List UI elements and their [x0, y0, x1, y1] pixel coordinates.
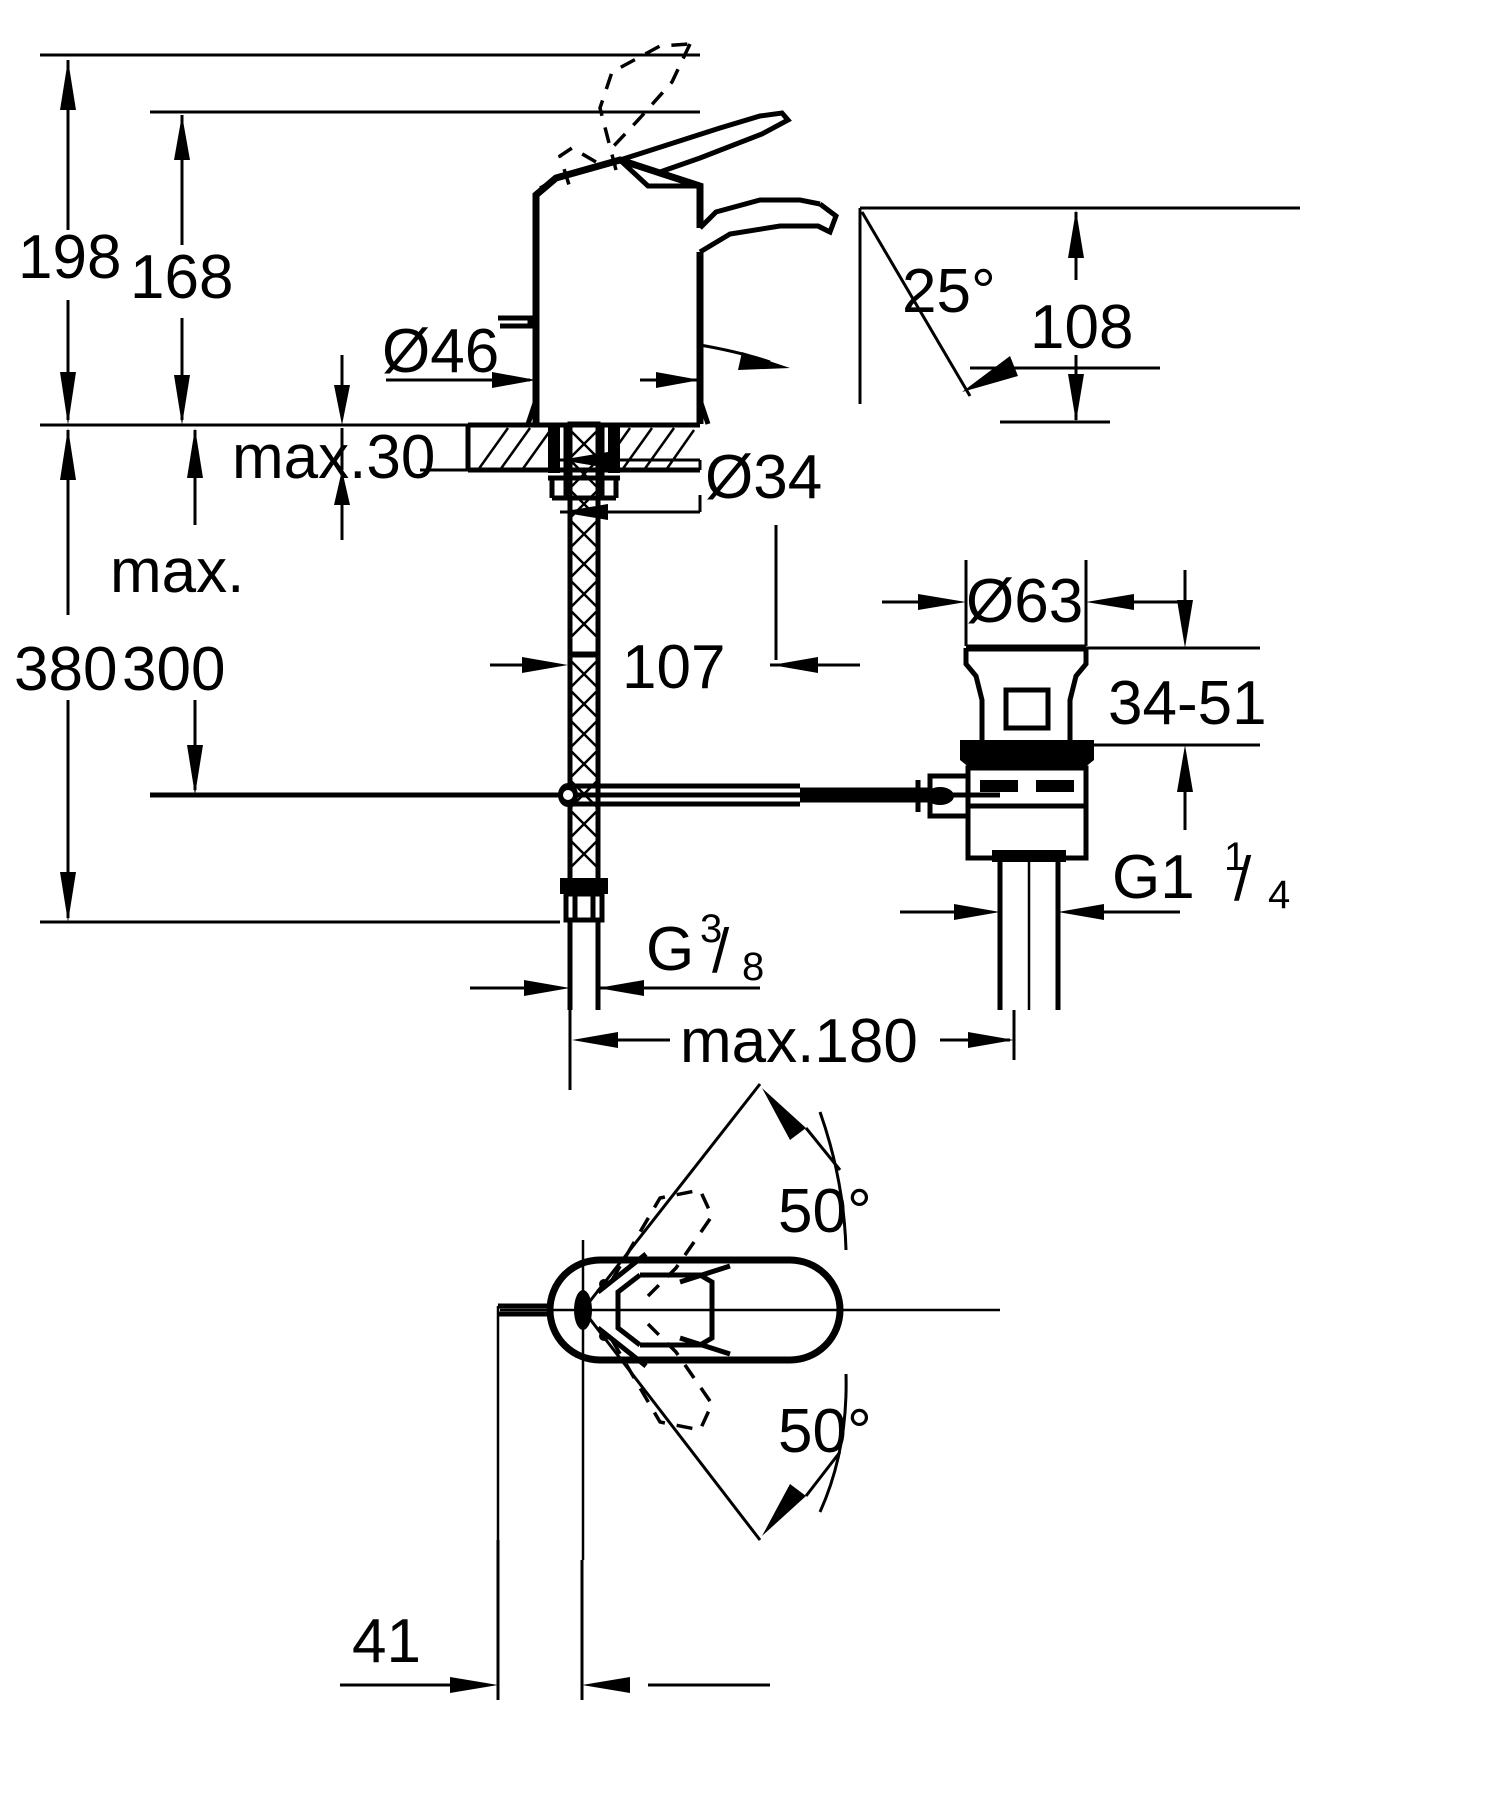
dim-label-d34: Ø34 [705, 443, 822, 512]
dim-label-300: 300 [122, 635, 225, 704]
dim-label-max: max. [110, 537, 244, 606]
dim-label-d63: Ø63 [966, 567, 1083, 636]
popup-waste-assembly [915, 644, 1094, 1010]
dimension-168 [150, 110, 700, 425]
dim-label-g-num: 3 [700, 907, 722, 951]
dimension-41 [340, 1540, 770, 1700]
dimension-angle-50-upper [581, 1083, 848, 1311]
dim-label-max-30: max.30 [232, 423, 435, 492]
dimension-380 [40, 428, 560, 924]
dimension-max-180 [568, 1010, 1016, 1090]
dim-label-g1-slash: / [1234, 845, 1252, 914]
dim-label-g: G [646, 915, 694, 984]
dimension-d34 [560, 452, 702, 520]
dim-label-g1-1-4-group: G1 1 / 4 [1112, 835, 1290, 917]
dim-label-angle-50-lower: 50° [778, 1397, 872, 1466]
dimension-angle-50-lower [581, 1309, 848, 1541]
dimension-d46 [386, 372, 700, 388]
dim-label-198: 198 [18, 223, 121, 292]
dimension-34-51 [1086, 570, 1260, 830]
dim-label-380: 380 [14, 635, 117, 704]
dim-label-168: 168 [130, 243, 233, 312]
dim-label-41: 41 [352, 1607, 421, 1676]
dim-label-g1-den: 4 [1268, 873, 1290, 917]
dimension-108 [1000, 210, 1110, 424]
dim-label-107: 107 [622, 633, 725, 702]
dim-label-g-den: 8 [742, 945, 764, 989]
faucet-body-elevation [498, 42, 839, 425]
dim-label-108: 108 [1030, 293, 1133, 362]
dim-label-34-51: 34-51 [1108, 669, 1267, 738]
dim-label-angle-25: 25° [902, 257, 996, 326]
dimension-g1-1-4 [900, 904, 1180, 920]
dimension-107 [490, 525, 860, 673]
popup-rod-linkage [150, 783, 1000, 807]
dimension-d63 [882, 560, 1190, 646]
dim-label-max-180: max.180 [680, 1007, 918, 1076]
dim-label-g1-num: 1 [1224, 835, 1246, 879]
dim-label-g-slash: / [712, 917, 730, 986]
dim-label-g-3-8-group: G 3 / 8 [646, 907, 764, 989]
dim-label-d46: Ø46 [382, 317, 499, 386]
dim-label-g1: G1 [1112, 843, 1195, 912]
dimension-g-3-8 [470, 930, 760, 1010]
plan-view-lever [496, 1188, 1000, 1600]
dim-label-angle-50-upper: 50° [778, 1177, 872, 1246]
dimension-angle-25 [699, 206, 1300, 404]
